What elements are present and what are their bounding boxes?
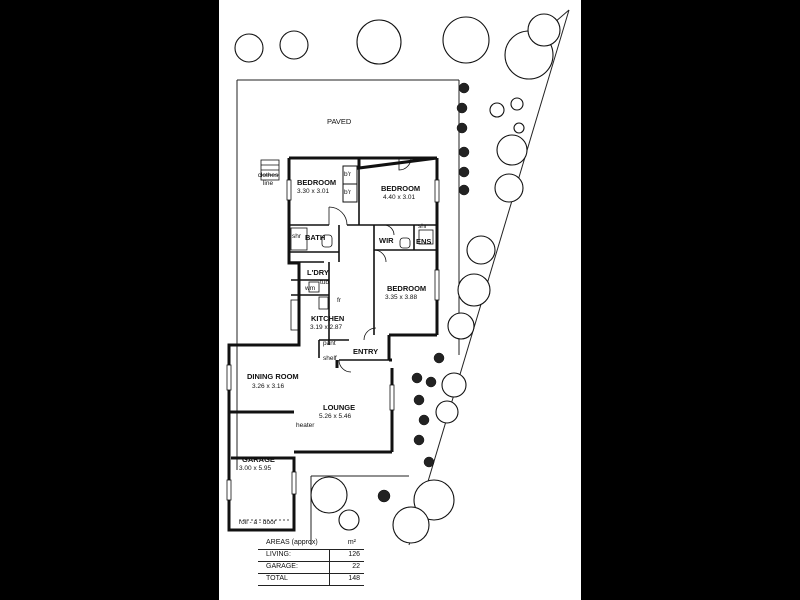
- wir-label: WIR: [379, 236, 394, 245]
- areas-row-label: LIVING:: [266, 551, 291, 558]
- ensuite-label: ENS: [416, 237, 432, 246]
- areas-row: TOTAL 148: [258, 574, 364, 586]
- floor-plan-drawing: [226, 9, 570, 546]
- shelf-label: shelf: [323, 355, 337, 362]
- areas-row-label: GARAGE:: [266, 563, 298, 570]
- bath-label: BATH: [305, 233, 326, 242]
- areas-row: GARAGE: 22: [258, 562, 364, 574]
- dining-room-dimensions: 3.26 x 3.16: [252, 383, 285, 390]
- areas-table-header: AREAS (approx) m²: [258, 538, 364, 549]
- ensuite-shower-label: shr: [418, 223, 428, 230]
- washing-machine-label: wm: [305, 285, 316, 292]
- areas-unit: m²: [347, 539, 356, 546]
- kitchen-name: KITCHEN: [311, 314, 345, 323]
- kitchen-dimensions: 3.19 x 2.87: [310, 324, 343, 331]
- tub-label: tub: [320, 279, 330, 286]
- robes: [342, 165, 358, 203]
- areas-row-label: TOTAL: [266, 575, 288, 582]
- bedroom-3-name: BEDROOM: [387, 284, 427, 293]
- lounge-name: LOUNGE: [323, 403, 356, 412]
- shrubs: [377, 82, 470, 503]
- dining-room-name: DINING ROOM: [247, 372, 299, 381]
- heater-label: heater: [296, 422, 315, 429]
- bedroom-3-dimensions: 3.35 x 3.88: [385, 294, 418, 301]
- areas-row-value: 148: [348, 575, 360, 582]
- windows: [226, 179, 440, 501]
- areas-row-value: 126: [348, 551, 360, 558]
- bedroom-2-name: BEDROOM: [381, 184, 421, 193]
- door-swings: [328, 157, 412, 373]
- lounge-dimensions: 5.26 x 5.46: [319, 413, 352, 420]
- areas-title: AREAS (approx): [266, 539, 318, 546]
- entry-label: ENTRY: [353, 347, 379, 356]
- clothes-line-label: clothes line: [257, 172, 279, 187]
- interior-walls: [289, 158, 437, 361]
- areas-row-value: 22: [352, 563, 360, 570]
- bath-shower-label: shr: [292, 233, 302, 240]
- bedroom-1-dimensions: 3.30 x 3.01: [297, 188, 330, 195]
- bedroom-1-name: BEDROOM: [297, 178, 337, 187]
- fridge-label: fr: [337, 297, 341, 304]
- trees: [234, 13, 561, 544]
- laundry-label: L'DRY: [307, 268, 329, 277]
- areas-table: AREAS (approx) m² LIVING: 126 GARAGE: 22…: [258, 538, 364, 586]
- robe-label: b'r: [344, 171, 352, 178]
- site-boundary: [236, 9, 570, 546]
- paved-label: PAVED: [327, 117, 352, 126]
- bedroom-2-dimensions: 4.40 x 3.01: [383, 194, 416, 201]
- garage-dimensions: 3.00 x 5.95: [239, 465, 272, 472]
- garage-name: GARAGE: [242, 455, 275, 464]
- roll-a-door-label: roll - a - door: [239, 519, 276, 526]
- robe-label: b'r: [344, 189, 352, 196]
- pantry-label: pant: [323, 340, 336, 347]
- fixtures: [239, 159, 434, 521]
- areas-row: LIVING: 126: [258, 549, 364, 562]
- floor-plan-sheet: PAVED clothes line BEDROOM 3.30 x 3.01 b…: [219, 0, 581, 600]
